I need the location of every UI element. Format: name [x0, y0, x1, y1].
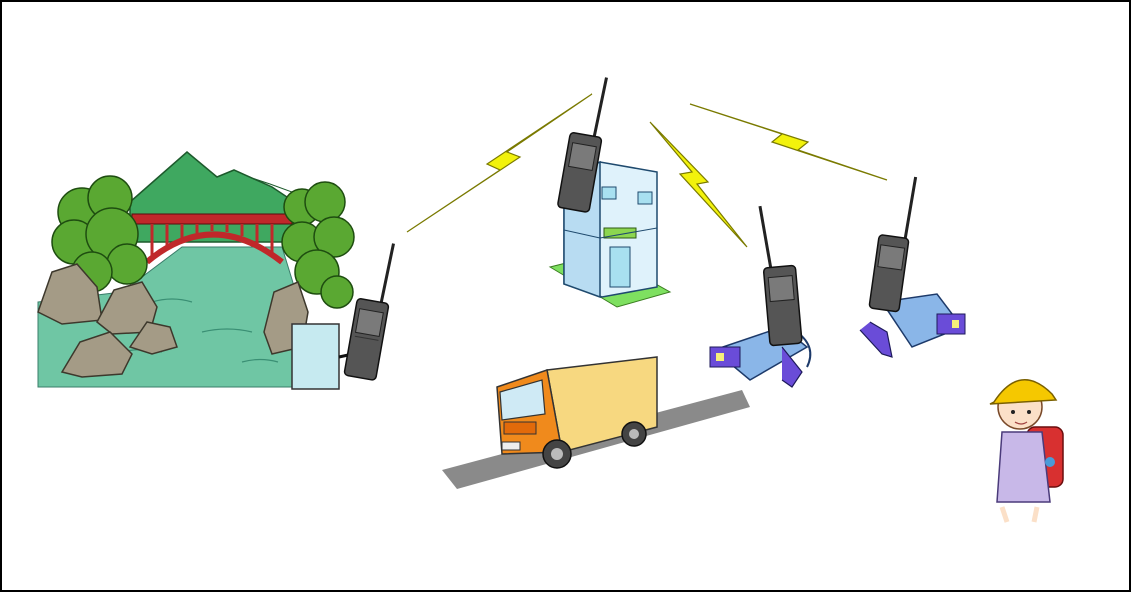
schoolchild-icon [989, 379, 1064, 523]
delivery-truck-icon [442, 356, 750, 489]
monitor-box-icon [291, 323, 363, 390]
lightning-bolt-icon [649, 121, 748, 248]
walkie-talkie-icon [557, 77, 608, 213]
walkie-talkie-icon [343, 243, 395, 381]
lightning-bolt-icon [689, 103, 888, 181]
surveillance-camera-icon [859, 293, 966, 358]
walkie-talkie-icon [758, 205, 803, 347]
river-gorge-icon [37, 151, 355, 388]
lightning-bolt-icon [406, 93, 593, 233]
walkie-talkie-icon [868, 176, 918, 313]
